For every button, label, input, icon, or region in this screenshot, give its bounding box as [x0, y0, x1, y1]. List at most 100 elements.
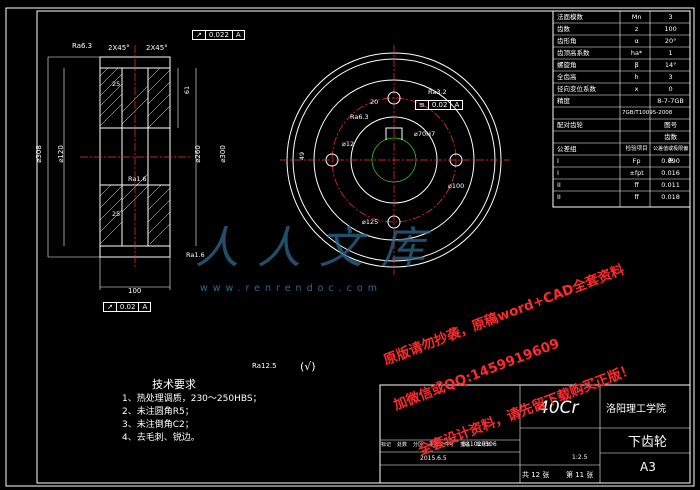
datum-label-1: A — [235, 31, 241, 39]
param-name: I — [557, 157, 559, 165]
tech-req-item: 4、去毛刺、锐边。 — [122, 433, 200, 443]
drawing-number-label: B11020506 — [462, 441, 497, 448]
tech-req-title: 技术要求 — [152, 378, 196, 391]
params-row: 7GB/T10095-2008 — [553, 107, 690, 119]
date-label: 2015.6.5 — [420, 455, 447, 462]
param-value: 0.016 — [661, 169, 680, 177]
param-name: 全齿高 — [557, 73, 577, 81]
param-name: 法面模数 — [557, 13, 583, 21]
tech-req-item: 2、未注圆角R5； — [122, 407, 194, 417]
dim-20: 20 — [370, 98, 379, 106]
tolerance-value-1: 0.022 — [206, 31, 233, 39]
param-value: 100 — [664, 25, 677, 33]
roughness-label-4: Ra3.2 — [428, 88, 447, 96]
tech-req-item: 1、热处理调质，230～250HBS； — [122, 394, 262, 404]
param-value: 齿数 — [664, 133, 678, 141]
dim-125: ⌀125 — [362, 218, 379, 226]
watermark-logo: 人人文库 — [195, 223, 443, 274]
param-name — [553, 131, 622, 143]
tolerance-frame-2: ↗ 0.02 A — [103, 302, 152, 312]
param-value: 0.018 — [661, 193, 680, 201]
tolerance-icon: ↗ — [193, 31, 206, 39]
param-symbol: ha* — [630, 49, 643, 57]
param-symbol — [622, 95, 651, 107]
roughness-label-5: Ra6.3 — [350, 113, 369, 121]
dim-12: ⌀12 — [342, 140, 355, 148]
row-label: 处数 — [397, 442, 408, 448]
sheet-size-label: A3 — [640, 460, 656, 474]
datum-label-2: A — [142, 303, 148, 311]
params-row: 公差组 检验项目公差值或极限偏差 — [553, 143, 690, 164]
param-symbol: ±fpt — [629, 169, 644, 177]
params-row: I ±fpt 0.016 — [553, 167, 690, 179]
front-view — [280, 45, 510, 275]
symmetry-icon: ≡ — [416, 101, 429, 109]
param-value: 0.090 — [661, 157, 680, 165]
param-name: I — [557, 169, 559, 177]
param-symbol — [622, 119, 651, 131]
roughness-label-3: Ra1.6 — [186, 251, 205, 259]
param-symbol: Fp — [632, 157, 641, 165]
param-name: 齿形角 — [557, 37, 577, 45]
dim-260: ⌀260 — [193, 145, 202, 163]
param-value: 7GB/T10095-2008 — [622, 110, 673, 116]
tolerance-value-3: 0.02 — [429, 101, 452, 109]
param-value: 0 — [668, 85, 673, 93]
row-label: 更改文件号 — [429, 442, 455, 448]
tolerance-frame-3: ≡ 0.02 A — [415, 100, 464, 110]
param-value: 0.011 — [661, 181, 680, 189]
roughness-note: Ra12.5 — [252, 362, 277, 370]
row-label: 签名 — [460, 442, 471, 448]
tolerance-value-2: 0.02 — [117, 303, 140, 311]
params-row: 法面模数 Mn 3 — [553, 11, 690, 23]
title-block-row-labels: 标记 处数 分区 更改文件号 签名 年月日 — [381, 441, 491, 448]
params-row: 配对齿轮图号 — [553, 119, 690, 131]
param-symbol: Mn — [631, 13, 642, 21]
tech-requirements: 技术要求 1、热处理调质，230～250HBS； 2、未注圆角R5； 3、未注倒… — [122, 378, 262, 445]
params-row: II ff 0.011 — [553, 179, 690, 191]
param-name: 精度 — [557, 97, 570, 105]
roughness-label: Ra6.3 — [72, 42, 93, 50]
inner-border — [36, 10, 691, 484]
tolerance-frame-1: ↗ 0.022 A — [192, 30, 245, 40]
param-value: 20° — [664, 37, 677, 45]
dim-120: ⌀120 — [56, 145, 65, 163]
param-symbol — [622, 131, 651, 143]
param-symbol: ff — [634, 181, 639, 189]
param-value: 1 — [668, 49, 673, 57]
params-table-frame — [552, 10, 691, 208]
tolerance-icon-2: ↗ — [104, 303, 117, 311]
dim-308: ⌀308 — [34, 145, 43, 163]
section-view — [47, 45, 197, 290]
dim-70h7: ⌀70H7 — [414, 130, 436, 138]
param-name: II — [557, 181, 561, 189]
title-block-frame — [379, 384, 691, 484]
row-label: 分区 — [413, 442, 424, 448]
param-value: 图号 — [664, 121, 678, 129]
tech-req-item: 3、未注倒角C2； — [122, 420, 194, 430]
material-label: 40Cr — [538, 398, 579, 418]
params-row: 齿数 — [553, 131, 690, 143]
dim-25-top: 25 — [112, 80, 121, 88]
chamfer-label-2: 2X45° — [146, 44, 168, 52]
param-value: 公差值或极限偏差 — [653, 146, 689, 164]
dim-61: 61 — [183, 85, 192, 95]
param-value: 14° — [664, 61, 677, 69]
param-name: 径向变位系数 — [557, 85, 596, 93]
row-label: 标记 — [381, 442, 392, 448]
param-name — [553, 107, 622, 119]
param-name: 公差组 — [557, 145, 577, 153]
overlay-notice: 原版请勿抄袭，原稿word+CAD全套资料 加微信或QQ:1459919609 … — [360, 240, 700, 459]
dim-300: ⌀300 — [218, 145, 227, 163]
param-value: 3 — [668, 13, 673, 21]
row-label: 年月日 — [476, 442, 492, 448]
param-symbol: 检验项目 — [625, 146, 648, 152]
param-value: 3 — [668, 73, 673, 81]
